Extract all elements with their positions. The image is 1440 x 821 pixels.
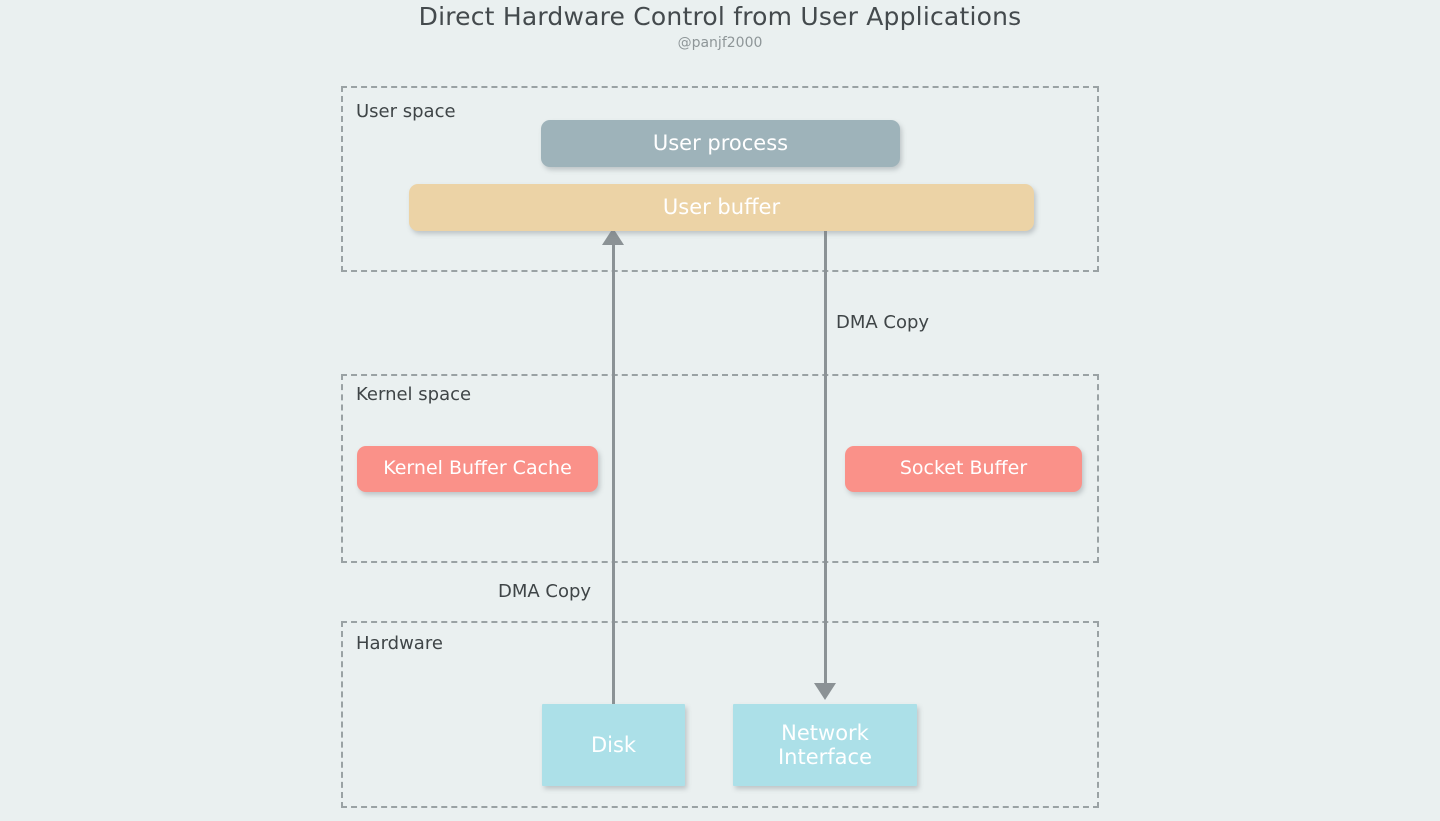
arrowhead-up-user-buffer (602, 228, 624, 245)
box-user-process[interactable]: User process (541, 120, 900, 167)
zone-hardware (341, 621, 1099, 808)
zone-kernel-space (341, 374, 1099, 563)
connector-line-disk-to-user-buffer (612, 243, 615, 710)
box-network-interface-line1: Network (781, 720, 869, 745)
zone-label-user-space: User space (352, 101, 460, 122)
connector-line-user-buffer-to-network (824, 228, 827, 683)
box-network-interface-line2: Interface (777, 745, 873, 769)
box-disk[interactable]: Disk (542, 704, 685, 786)
arrowhead-down-network-interface (814, 683, 836, 700)
connector-label-dma-copy-write: DMA Copy (836, 312, 930, 333)
connector-label-dma-copy-read: DMA Copy (498, 581, 592, 602)
zone-label-kernel-space: Kernel space (352, 384, 476, 405)
page-title: Direct Hardware Control from User Applic… (418, 2, 1022, 31)
zone-user-space (341, 86, 1099, 272)
box-user-buffer[interactable]: User buffer (409, 184, 1034, 231)
box-kernel-buffer-cache[interactable]: Kernel Buffer Cache (357, 446, 598, 492)
page-subtitle: @panjf2000 (677, 35, 763, 51)
zone-label-hardware: Hardware (352, 633, 447, 654)
box-network-interface[interactable]: Network Interface (733, 704, 917, 786)
box-socket-buffer[interactable]: Socket Buffer (845, 446, 1082, 492)
